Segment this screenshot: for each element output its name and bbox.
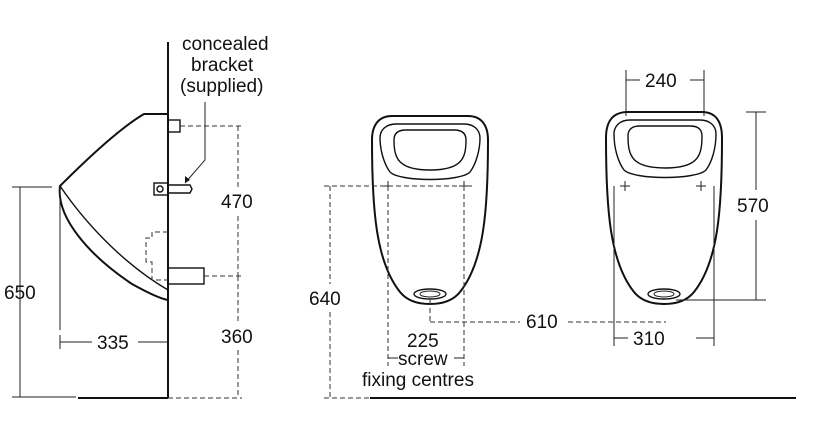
screw-label: screw: [398, 349, 448, 370]
dim-640-label: 640: [309, 289, 341, 310]
callout-line-3: (supplied): [180, 76, 263, 97]
urinal-front-body: [370, 115, 490, 306]
right-screw-mark-left: [620, 181, 630, 191]
bracket-fixing: [168, 184, 193, 194]
callout-line-1: concealed: [182, 34, 269, 55]
urinal-right-outlet: [647, 288, 681, 300]
urinal-front-outlet: [413, 288, 447, 300]
callout-leader: [184, 102, 206, 184]
dim-470-label: 470: [221, 192, 253, 213]
outlet-pipe: [167, 267, 205, 285]
callout-arrowhead: [185, 176, 190, 183]
dim-650-label: 650: [4, 283, 36, 304]
dim-240-label: 240: [645, 71, 677, 92]
urinal-side-inner: [59, 185, 169, 291]
right-screw-mark-right: [696, 181, 706, 191]
front-view-right: 240 570 310: [604, 70, 769, 350]
dim-610-label: 610: [526, 312, 558, 333]
urinal-right-rim: [613, 119, 717, 179]
bracket-body: [153, 182, 169, 196]
dim-310-label: 310: [633, 329, 665, 350]
dim-570-label: 570: [737, 196, 769, 217]
urinal-front-bowl: [393, 129, 467, 171]
urinal-right-outlet-inner: [653, 290, 675, 298]
dim-335-label: 335: [97, 333, 129, 354]
urinal-right-bowl: [627, 125, 703, 169]
urinal-right-body: [604, 111, 724, 306]
front-view-left: 640 610 225 screw fixing centres: [309, 115, 796, 399]
callout-line-2: bracket: [191, 55, 254, 76]
concealed-waste-outline: [145, 231, 168, 281]
urinal-front-outlet-inner: [419, 290, 441, 298]
side-view: concealed bracket (supplied) 650 335 470…: [4, 34, 269, 399]
fixing-centres-label: fixing centres: [362, 370, 474, 391]
dim-360-label: 360: [221, 327, 253, 348]
inlet-spigot: [167, 119, 181, 133]
urinal-front-rim: [379, 123, 481, 181]
bracket-screw: [156, 185, 164, 193]
dim-225-label: 225: [407, 331, 439, 352]
urinal-side-profile: [58, 113, 169, 301]
